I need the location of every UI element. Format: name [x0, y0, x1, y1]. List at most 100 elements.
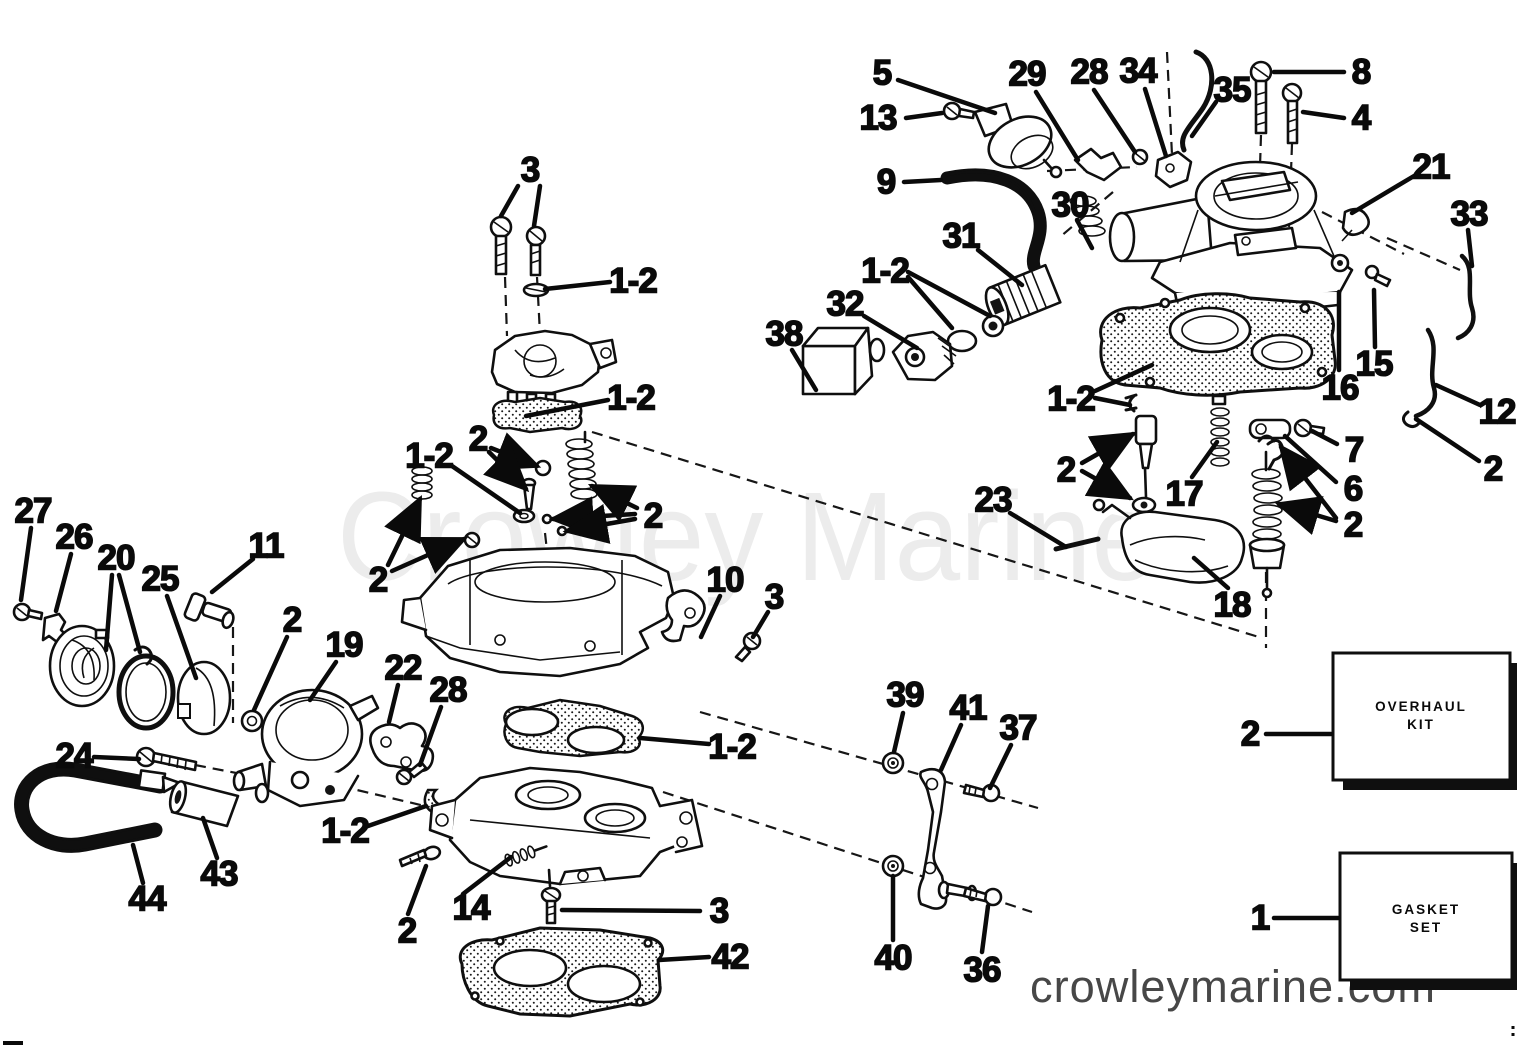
leader-line-1-2	[637, 735, 712, 747]
leader-line-20	[116, 572, 143, 655]
nut-40	[881, 854, 905, 878]
part-callout-27: 27	[15, 492, 52, 531]
float-bowl-body	[400, 546, 676, 678]
plug-38	[801, 326, 886, 396]
leader-line-35	[1189, 99, 1219, 139]
part-callout-6: 6	[1344, 470, 1363, 509]
leader-line-30	[1074, 217, 1095, 251]
leader-line-34	[1142, 86, 1169, 159]
leader-line-28	[1091, 87, 1138, 155]
throttle-rod-33	[1455, 253, 1476, 341]
fuel-hose-44	[14, 761, 182, 853]
filter-43	[168, 780, 240, 828]
part-callout-31: 31	[943, 217, 980, 256]
leader-line-18	[1191, 555, 1231, 591]
part-callout-24: 24	[56, 737, 94, 776]
bowl-gasket-top	[1099, 292, 1337, 397]
part-callout-29: 29	[1009, 55, 1046, 94]
part-callout-36: 36	[964, 951, 1001, 990]
leader-line-3	[559, 907, 703, 914]
filter-31	[984, 263, 1062, 327]
leader-line-3	[750, 609, 771, 640]
leader-line-12	[1433, 382, 1483, 408]
part-callout-8: 8	[1352, 53, 1371, 92]
leader-line-1-2	[1092, 362, 1155, 394]
screws-3-top	[489, 215, 547, 277]
base-gasket-42	[458, 926, 665, 1018]
spring-30	[1069, 195, 1106, 237]
part-callout-16: 16	[1322, 369, 1359, 408]
nut-39	[881, 751, 905, 775]
part-callout-19: 19	[326, 626, 363, 665]
leader-line-23	[1007, 510, 1069, 550]
oring-20	[116, 653, 176, 731]
leader-line-3	[531, 183, 543, 229]
part-callout-33: 33	[1451, 195, 1488, 234]
part-callout-1-2: 1-2	[1047, 380, 1095, 419]
leader-line-25	[164, 593, 199, 681]
screw-13	[942, 101, 976, 121]
part-callout-30: 30	[1052, 186, 1089, 225]
part-callout-26: 26	[56, 518, 93, 557]
gasket-set-label-line2: SET	[1410, 920, 1442, 935]
leader-line-2	[251, 634, 290, 713]
part-callout-15: 15	[1356, 345, 1393, 384]
nut-16-target	[1330, 253, 1350, 273]
air-horn-body	[1108, 160, 1354, 317]
leader-line-2	[587, 483, 640, 522]
part-callout-1-2: 1-2	[607, 379, 655, 418]
leader-line-21	[1349, 173, 1417, 216]
leader-line-1-2	[523, 397, 611, 419]
part-callout-35: 35	[1214, 71, 1251, 110]
leader-line-39	[891, 710, 906, 755]
leader-line-38	[789, 347, 819, 393]
part-callout-18: 18	[1214, 586, 1251, 625]
leader-line-9	[901, 177, 944, 185]
part-callout-11: 11	[249, 527, 285, 566]
leader-line-24	[91, 754, 142, 762]
idle-screw-14	[504, 845, 548, 867]
part-callout-5: 5	[873, 54, 892, 93]
part-callout-2: 2	[398, 912, 417, 951]
leader-line-32	[861, 313, 920, 351]
leader-line-26	[53, 551, 74, 614]
part-callout-42: 42	[712, 938, 749, 977]
part-callout-1-2: 1-2	[405, 437, 453, 476]
leader-line-4	[1300, 109, 1347, 121]
leader-line-2	[405, 863, 429, 917]
part-callout-37: 37	[1000, 709, 1037, 748]
float-18	[1092, 498, 1246, 584]
leader-line-1-2	[905, 269, 993, 319]
leader-line-37	[987, 742, 1014, 791]
overhaul-kit-label-line2: KIT	[1407, 717, 1435, 732]
part-callout-10: 10	[707, 561, 744, 600]
bolt-37	[962, 783, 1001, 803]
overhaul-kit-label-line1: OVERHAUL	[1375, 699, 1467, 714]
washer-1-2-top	[522, 282, 550, 298]
diaphragm-20	[48, 624, 116, 708]
part-callout-1-2: 1-2	[321, 812, 369, 851]
part-callout-12: 12	[1479, 393, 1516, 432]
leader-line-2	[384, 494, 423, 568]
part-callout-2: 2	[369, 561, 388, 600]
elbow-fitting-11	[183, 592, 235, 630]
part-callout-2: 2	[1241, 715, 1260, 754]
leader-line-42	[656, 954, 712, 963]
nut-2-left	[240, 709, 264, 733]
part-callout-4: 4	[1352, 99, 1372, 138]
mixture-screw-2	[398, 845, 442, 868]
leader-line-29	[1033, 89, 1081, 163]
cover-25	[176, 660, 232, 736]
leader-line-3	[498, 183, 521, 219]
leader-line-2	[1413, 416, 1482, 464]
screw-3-cam	[734, 631, 762, 663]
fuel-pump-19	[232, 688, 380, 808]
leader-line-7	[1309, 428, 1340, 447]
part-callout-20: 20	[98, 539, 135, 578]
leader-line-14	[460, 854, 514, 897]
screw-4	[1281, 82, 1303, 145]
choke-lever-21	[1341, 207, 1371, 242]
leader-line-2	[1274, 496, 1339, 535]
leader-line-2	[1278, 443, 1339, 521]
